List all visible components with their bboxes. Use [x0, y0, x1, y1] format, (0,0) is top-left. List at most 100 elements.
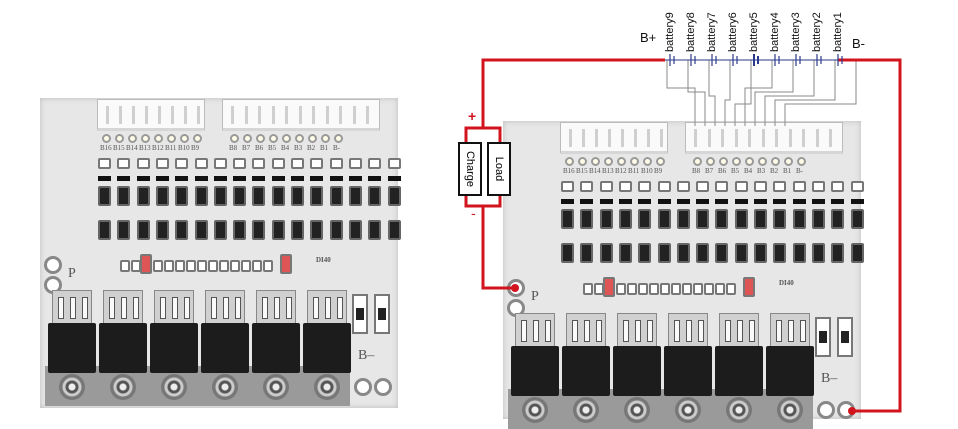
- plus-label: +: [468, 108, 477, 124]
- balance-wire: [774, 60, 836, 126]
- control-part: [208, 260, 218, 272]
- resistor-mark: [356, 308, 364, 320]
- battery-cell-symbol: [711, 54, 717, 66]
- resistor-mark: [378, 308, 386, 320]
- balance-diode: [696, 199, 710, 204]
- pin-label: B12: [615, 167, 627, 175]
- resistor-mark: [841, 331, 849, 343]
- terminal-nut: [522, 397, 548, 423]
- terminal-nut: [675, 397, 701, 423]
- control-part: [175, 260, 185, 272]
- pin-hole: [230, 134, 239, 143]
- balance-resistor: [98, 158, 111, 169]
- pin-label: B11: [628, 167, 640, 175]
- balance-mosfet: [618, 209, 632, 229]
- connector-slot: [312, 106, 315, 124]
- balance-mosfet: [175, 220, 189, 240]
- balance-wire: [666, 60, 696, 126]
- balance-mosfet: [773, 243, 787, 263]
- power-mosfet: [99, 323, 147, 373]
- balance-mosfet: [792, 209, 806, 229]
- terminal-nut: [314, 374, 340, 400]
- connector-slot: [829, 129, 832, 147]
- balance-connector-low: [222, 99, 380, 131]
- bminus-label: B-: [852, 36, 865, 51]
- control-part: [197, 260, 207, 272]
- pin-label: B4: [744, 167, 753, 175]
- pin-label: B8: [229, 144, 238, 152]
- control-part: [671, 283, 681, 295]
- pin-hole: [308, 134, 317, 143]
- balance-wires: [666, 60, 857, 126]
- balance-diode: [310, 176, 324, 181]
- pin-hole: [102, 134, 111, 143]
- mosfet-leg: [160, 297, 166, 319]
- balance-mosfet: [696, 209, 710, 229]
- connector-slot: [694, 129, 697, 147]
- connector-slot: [171, 106, 174, 124]
- fuse-red: [743, 277, 755, 297]
- balance-mosfet: [310, 220, 324, 240]
- control-part: [230, 260, 240, 272]
- balance-diode: [657, 199, 671, 204]
- balance-diode: [754, 199, 767, 204]
- connector-slot: [197, 106, 200, 124]
- balance-wire: [754, 60, 794, 126]
- pin-hole: [797, 157, 806, 166]
- mosfet-leads: [617, 313, 657, 347]
- balance-mosfet: [368, 220, 382, 240]
- balance-mosfet: [98, 186, 111, 206]
- pin-hole: [295, 134, 304, 143]
- balance-diode: [387, 176, 401, 181]
- connector-slot: [647, 129, 650, 147]
- connector-slot: [339, 106, 342, 124]
- bminus-pad-label: B–: [821, 371, 838, 386]
- balance-resistor: [291, 158, 304, 169]
- connector-slot: [132, 106, 135, 124]
- balance-mosfet: [252, 220, 266, 240]
- battery-cell-symbol: [837, 54, 843, 66]
- terminal-nut: [212, 374, 238, 400]
- balance-diode: [676, 199, 690, 204]
- mosfet-leg: [313, 297, 319, 319]
- terminal-nut: [726, 397, 752, 423]
- connector-slot: [721, 129, 724, 147]
- terminal-nut: [263, 374, 289, 400]
- connector-slot: [634, 129, 637, 147]
- control-part: [627, 283, 637, 295]
- battery-cell-symbol: [669, 54, 675, 66]
- mosfet-leg: [749, 320, 755, 342]
- mosfet-leg: [596, 320, 602, 342]
- balance-diode: [252, 176, 266, 181]
- balance-wire: [784, 60, 857, 126]
- control-part: [660, 283, 670, 295]
- balance-diode: [850, 199, 864, 204]
- connector-slot: [707, 129, 711, 147]
- power-mosfet: [511, 346, 559, 396]
- mosfet-leg: [788, 320, 794, 342]
- balance-mosfet: [213, 220, 227, 240]
- balance-resistor: [387, 158, 401, 169]
- balance-mosfet: [850, 209, 864, 229]
- connector-slot: [660, 129, 663, 147]
- battery-cell-symbol: [816, 54, 822, 66]
- balance-mosfet: [715, 209, 729, 229]
- pin-hole: [617, 157, 626, 166]
- load-label: Load: [493, 156, 505, 182]
- pin-label: B13: [139, 144, 151, 152]
- minus-label: -: [471, 205, 476, 221]
- balance-mosfet: [117, 220, 131, 240]
- control-part: [682, 283, 692, 295]
- bminus-pad: [374, 378, 392, 396]
- connector-slot: [569, 129, 572, 147]
- mosfet-leg: [133, 297, 139, 319]
- balance-resistor: [233, 158, 247, 169]
- pin-label: B16: [100, 144, 112, 152]
- pin-label: B3: [757, 167, 766, 175]
- balance-mosfet: [792, 243, 806, 263]
- balance-diode: [618, 199, 632, 204]
- mosfet-leg: [211, 297, 217, 319]
- control-part: [252, 260, 262, 272]
- balance-mosfet: [155, 220, 169, 240]
